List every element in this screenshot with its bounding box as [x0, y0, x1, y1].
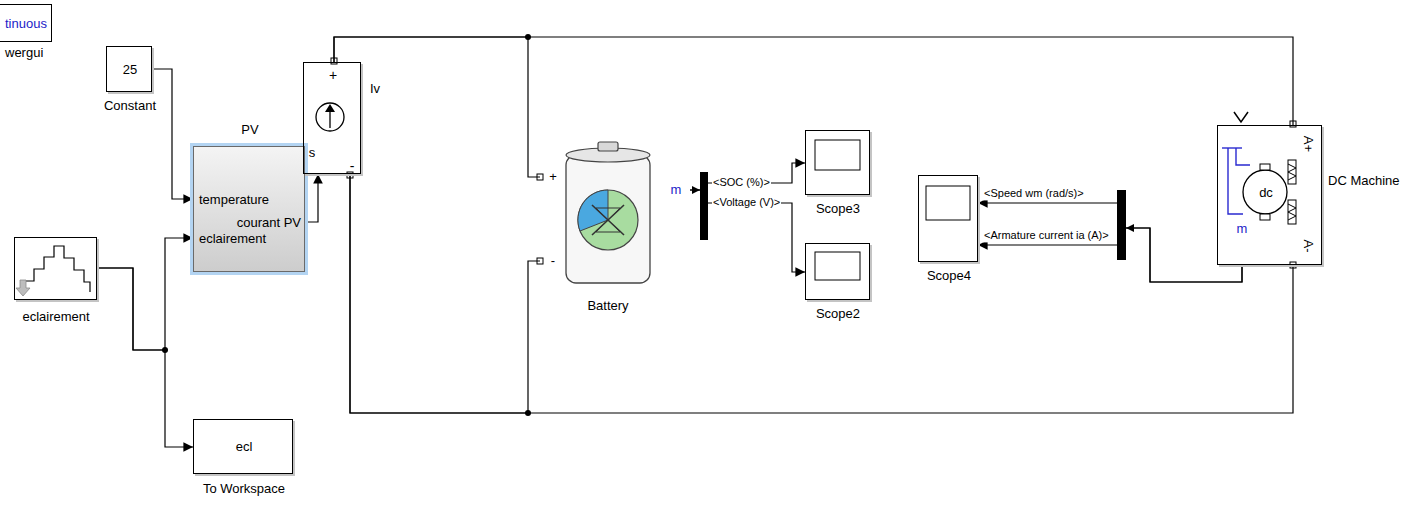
signal-line: [305, 174, 318, 222]
subsystem-block: PVtemperaturecourant PVeclairement: [193, 146, 305, 272]
constant-value: 25: [123, 63, 137, 78]
signal-line: [97, 238, 193, 350]
battery-block: +-mBattery: [540, 135, 690, 292]
power-wire: [334, 37, 540, 177]
port-squares: [331, 58, 1296, 268]
port-name: A+: [1301, 136, 1316, 152]
terminal-sign: +: [329, 67, 337, 83]
signal-line: [690, 190, 805, 272]
constant-block: 25Constant: [106, 46, 152, 92]
power-wire: [350, 174, 1293, 413]
block-name: Scope2: [816, 307, 860, 322]
current-source-block: +s-Iv: [303, 62, 361, 174]
scope-screens: [815, 140, 970, 280]
to-workspace-block: eclTo Workspace: [193, 419, 293, 474]
signal-label: <Speed wm (rad/s)>: [983, 187, 1085, 200]
port-name: courant PV: [237, 216, 301, 231]
terminal-sign: -: [551, 254, 555, 269]
machine-symbol: dc: [1259, 186, 1273, 201]
battery-icon: [566, 142, 650, 283]
port-name: s: [309, 146, 316, 161]
power-wire: [334, 37, 1293, 125]
terminal-sign: +: [549, 170, 557, 185]
signal-line: [97, 268, 193, 447]
block-text: tinuous: [5, 17, 47, 32]
signal-label: <Armature current ia (A)>: [983, 229, 1110, 242]
port-name: temperature: [199, 193, 269, 208]
power-wire: [350, 174, 540, 413]
signal-line: [978, 228, 1242, 282]
bus-selector: [700, 172, 708, 240]
dc-machine-block: mdcA+A-DC Machine: [1217, 125, 1322, 265]
block-name: DC Machine: [1328, 174, 1400, 189]
block-name: Battery: [587, 299, 628, 314]
signal-builder-block: eclairement: [14, 237, 97, 300]
block-name: Iv: [370, 82, 380, 97]
block-name: To Workspace: [203, 482, 285, 497]
scope-block: Scope2: [805, 243, 870, 300]
terminal-sign: -: [350, 158, 355, 174]
port-name: eclairement: [199, 232, 266, 247]
signal-label: <Voltage (V)>: [712, 196, 781, 209]
scope-block: Scope4: [918, 175, 978, 262]
port-name: m: [671, 183, 682, 198]
block-name: Scope4: [927, 269, 971, 284]
current-source-symbol: [316, 103, 344, 131]
port-name: m: [1237, 222, 1248, 237]
signal-line: [152, 69, 193, 199]
signal-builder-icon: [16, 246, 90, 296]
signal-label: <SOC (%)>: [712, 176, 771, 189]
dc-machine-icon: [1222, 112, 1296, 224]
block-name: Scope3: [816, 202, 860, 217]
port-name: A-: [1301, 240, 1316, 253]
block-name: wergui: [5, 46, 43, 61]
block-name: PV: [241, 123, 258, 138]
powergui-block: tinuouswergui: [0, 4, 52, 42]
block-name: Constant: [104, 99, 156, 114]
signal-line: [978, 203, 1242, 282]
variable-name: ecl: [236, 440, 253, 455]
scope-block: Scope3: [805, 130, 870, 195]
signal-line: [690, 163, 805, 190]
block-name: eclairement: [22, 310, 89, 325]
